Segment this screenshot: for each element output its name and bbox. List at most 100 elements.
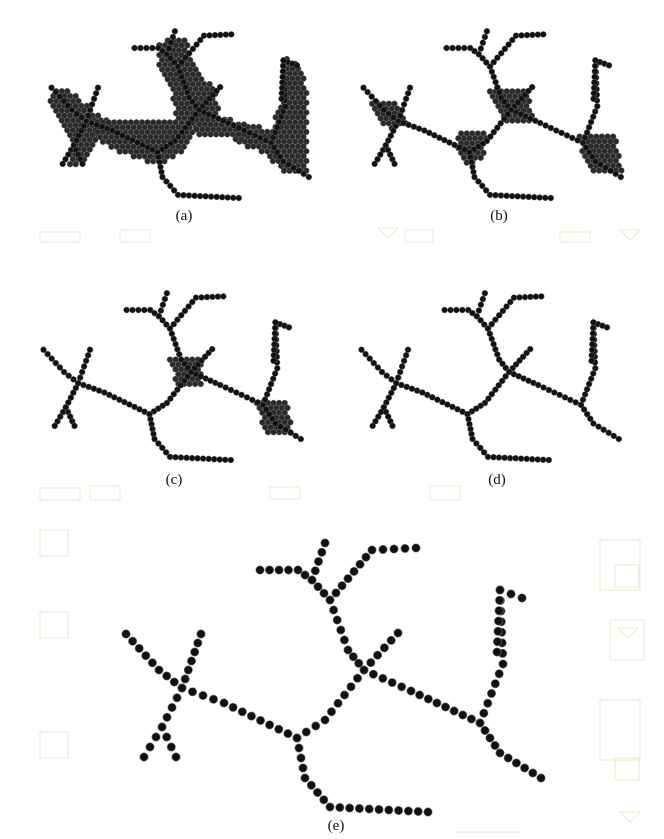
panel-a-dot	[175, 133, 182, 140]
panel-c-dot	[163, 321, 170, 328]
panel-e-dot	[354, 658, 364, 668]
panel-e-dot	[492, 637, 502, 647]
panel-c-dot	[174, 386, 181, 393]
panel-c-dot	[170, 390, 178, 398]
panel-a-dot	[262, 137, 269, 144]
panel-b-dot	[475, 51, 482, 58]
panel-d-dot	[459, 306, 466, 314]
panel-b-dot	[471, 173, 478, 181]
panel-d-dot	[499, 307, 507, 315]
panel-b-dot	[612, 170, 619, 178]
panel-d-dot	[492, 316, 499, 323]
panel-e-dot	[162, 732, 172, 742]
panel-b-dot	[518, 32, 525, 39]
panel-a-dot	[99, 138, 107, 146]
panel-d-dot	[545, 456, 552, 464]
panel-d-dot	[605, 429, 612, 436]
panel-e-dot	[157, 722, 167, 732]
panel-c-dot	[181, 307, 189, 315]
panel-b-dot	[615, 152, 622, 160]
panel-e-dot	[367, 545, 377, 555]
panel-c-dot	[270, 357, 277, 364]
panel-a-dot	[178, 128, 186, 136]
panel-c-dot	[54, 418, 61, 425]
panel-e-dot	[145, 742, 155, 752]
panel-c-dot	[191, 380, 199, 388]
panel-b-dot	[503, 192, 510, 200]
panel-a-dot	[169, 153, 176, 160]
panel-b-dot	[372, 97, 379, 105]
panel-e-dot	[490, 740, 500, 750]
panel-d-dot	[477, 444, 484, 452]
panel-b-dot	[475, 178, 482, 185]
panel-c-dot	[172, 454, 179, 461]
panel-b-dot	[400, 101, 408, 108]
panel-d-dot	[610, 432, 617, 440]
panel-b-dot	[514, 193, 521, 200]
panel-e-dot	[368, 669, 378, 679]
panel-d-dot	[527, 293, 534, 301]
panel-e-dot	[378, 673, 388, 683]
panel-e-dot	[319, 795, 329, 805]
panel-d-dot	[453, 306, 460, 314]
panel-a-dot	[300, 170, 307, 178]
panel-a-dot	[83, 151, 91, 158]
panel-e-dot	[394, 805, 404, 815]
panel-e-dot	[528, 768, 538, 778]
panel-e-dot	[346, 682, 356, 692]
panel-a-dot	[303, 138, 310, 145]
panel-c-dot	[281, 399, 288, 407]
panel-c-dot	[192, 294, 200, 301]
panel-e-dot	[349, 566, 359, 576]
panel-b-dot	[609, 143, 617, 150]
panel-b-dot	[563, 132, 571, 139]
panel-a-dot	[66, 160, 74, 168]
panel-d-dot	[512, 455, 519, 462]
panel-b-dot	[507, 106, 515, 114]
panel-a-dot	[218, 131, 225, 138]
panel-c-dot	[76, 374, 84, 381]
panel-e-dot	[264, 565, 274, 575]
panel-e-dot	[196, 629, 206, 639]
panel-c-dot	[155, 313, 163, 320]
panel-b-caption: (b)	[490, 208, 508, 224]
panel-b-dot	[612, 147, 620, 155]
panel-d-caption: (d)	[488, 472, 506, 488]
panel-c-dot	[262, 406, 270, 413]
panel-d-dot	[588, 346, 596, 354]
panel-a-dot	[56, 93, 63, 100]
panel-b-dot	[501, 45, 509, 53]
panel-c-dot	[177, 454, 185, 461]
panel-a-dot	[130, 153, 137, 160]
panel-e-dot	[400, 543, 410, 553]
panel-e-dot	[423, 694, 433, 704]
panel-b-dot	[480, 130, 487, 137]
panel-a-dot	[84, 112, 92, 119]
panel-e-dot	[432, 698, 442, 708]
panel-b-dot	[615, 162, 622, 169]
panel-b-dot	[501, 98, 508, 105]
panel-d-dot	[477, 301, 485, 308]
panel-a-dot	[195, 106, 203, 114]
panel-d-dot	[477, 317, 484, 324]
panel-a-dot	[189, 45, 197, 53]
panel-e-dot	[492, 647, 502, 657]
panel-c-dot	[287, 429, 294, 436]
panel-a-dot	[280, 158, 287, 165]
panel-c-dot	[188, 454, 196, 462]
panel-a-dot	[246, 129, 253, 137]
panel-c-dot	[214, 293, 222, 300]
panel-d-dot	[473, 313, 480, 320]
panel-b-dot	[498, 50, 505, 57]
panel-a-dot	[229, 194, 237, 202]
panel-a-dot	[182, 124, 189, 131]
panel-c-dot	[197, 380, 204, 388]
panel-d-dot	[603, 324, 611, 331]
panel-d-dot	[481, 290, 489, 297]
panel-b-dot	[594, 103, 601, 110]
panel-b-dot	[479, 182, 486, 190]
panel-b-dot	[385, 110, 392, 117]
panel-d-dot	[388, 376, 395, 383]
panel-d-dot	[589, 324, 597, 332]
panel-d-dot	[590, 420, 597, 427]
